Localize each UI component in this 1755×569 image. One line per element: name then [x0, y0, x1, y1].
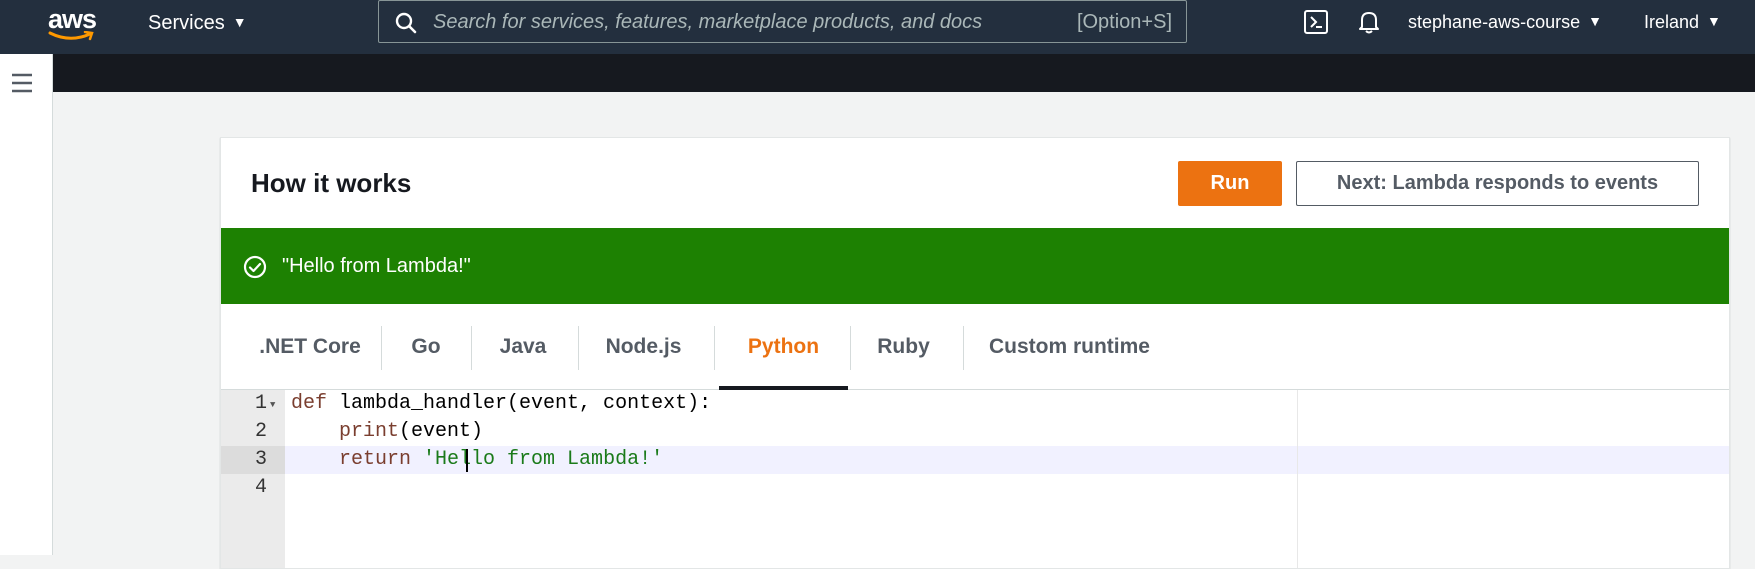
flash-message: "Hello from Lambda!"	[282, 255, 471, 277]
code-keyword: def	[291, 392, 328, 415]
hamburger-icon	[12, 73, 32, 93]
region-label: Ireland	[1644, 12, 1700, 32]
account-label: stephane-aws-course	[1408, 12, 1581, 32]
tab-custom-runtime[interactable]: Custom runtime	[988, 335, 1150, 358]
panel-title: How it works	[251, 168, 412, 198]
print-margin	[1297, 390, 1298, 568]
code-editor[interactable]: 1 ▼ 2 3 4 def lambda_handler(event, cont…	[221, 390, 1729, 568]
code-line: return 'Hello from Lambda!'	[291, 446, 663, 474]
code-line: def lambda_handler(event, context):	[291, 390, 711, 418]
search-input[interactable]	[431, 1, 1035, 44]
aws-smile-icon	[48, 31, 94, 41]
active-line-gutter	[221, 446, 285, 474]
active-line-highlight	[285, 446, 1729, 474]
tab-divider	[381, 326, 382, 370]
tab-divider	[850, 326, 851, 370]
account-menu[interactable]: stephane-aws-course ▼	[1408, 12, 1602, 33]
code-text: (event)	[399, 420, 484, 443]
caret-down-icon: ▼	[232, 14, 247, 30]
services-label: Services	[148, 12, 225, 34]
region-menu[interactable]: Ireland ▼	[1644, 12, 1721, 33]
tab-java[interactable]: Java	[499, 335, 547, 358]
tab-nodejs[interactable]: Node.js	[605, 335, 682, 358]
fold-toggle-icon[interactable]: ▼	[270, 400, 276, 410]
code-keyword: print	[339, 420, 400, 443]
line-number: 1	[254, 392, 267, 415]
runtime-tabs: .NET Core Go Java Node.js Python Ruby Cu…	[221, 304, 1729, 390]
tab-divider	[963, 326, 964, 370]
run-button[interactable]: Run	[1178, 161, 1282, 206]
success-flash-bar: "Hello from Lambda!"	[221, 228, 1729, 304]
code-line: print(event)	[291, 418, 483, 446]
search-box[interactable]: [Option+S]	[378, 0, 1187, 44]
top-navigation: aws Services ▼ [Option+S] stephane-aws-co…	[0, 0, 1755, 54]
editor-gutter	[221, 390, 285, 568]
code-string: 'Hello from Lambda!'	[411, 448, 664, 471]
bell-icon	[1359, 12, 1379, 34]
code-keyword: return	[339, 448, 412, 471]
side-navigation-rail	[0, 54, 53, 555]
line-number: 4	[254, 476, 267, 499]
line-number: 2	[254, 420, 267, 443]
tab-go[interactable]: Go	[411, 335, 441, 358]
search-icon	[395, 12, 417, 34]
cloudshell-button[interactable]	[1303, 9, 1329, 40]
tab-dotnet-core[interactable]: .NET Core	[259, 335, 361, 358]
sub-header-bar	[53, 54, 1755, 92]
notifications-button[interactable]	[1356, 9, 1382, 40]
tab-divider	[578, 326, 579, 370]
caret-down-icon: ▼	[1588, 13, 1602, 29]
tab-ruby[interactable]: Ruby	[877, 335, 930, 358]
cloudshell-icon	[1304, 10, 1328, 34]
tab-divider	[714, 326, 715, 370]
hamburger-menu-button[interactable]	[10, 72, 34, 99]
check-circle-icon	[243, 255, 267, 279]
aws-logo[interactable]: aws	[48, 4, 100, 44]
text-cursor	[466, 449, 468, 472]
services-menu[interactable]: Services ▼	[148, 12, 247, 35]
line-number: 3	[254, 448, 267, 471]
caret-down-icon: ▼	[1707, 13, 1721, 29]
aws-logo-text: aws	[48, 4, 97, 34]
next-button[interactable]: Next: Lambda responds to events	[1296, 161, 1699, 206]
search-shortcut-hint: [Option+S]	[1076, 11, 1172, 33]
code-text: lambda_handler(event, context):	[327, 392, 712, 415]
how-it-works-panel: How it works Run Next: Lambda responds t…	[220, 137, 1730, 569]
code-indent	[291, 420, 339, 443]
tab-python[interactable]: Python	[717, 304, 850, 390]
code-indent	[291, 448, 339, 471]
tab-divider	[471, 326, 472, 370]
